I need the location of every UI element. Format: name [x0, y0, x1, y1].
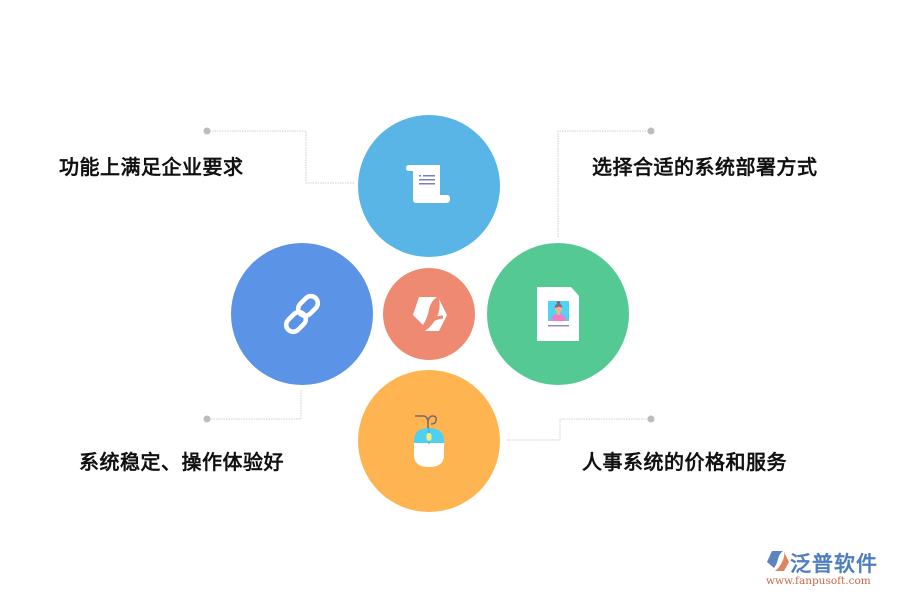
id-card-profile-icon: [535, 287, 581, 341]
connector-bottom-left: [203, 390, 302, 423]
computer-mouse-icon: [411, 413, 447, 469]
connector-bottom-right: [507, 415, 655, 441]
node-left-circle: [231, 243, 373, 385]
label-top-right: 选择合适的系统部署方式: [592, 155, 818, 179]
label-bottom-left: 系统稳定、操作体验好: [79, 450, 284, 474]
brand-watermark: 泛普软件 www.fanpusoft.com: [760, 546, 890, 592]
fanpu-brand-icon: [409, 295, 449, 333]
label-top-left: 功能上满足企业要求: [59, 155, 244, 179]
connector-top-right: [557, 127, 655, 238]
node-right-circle: [487, 243, 629, 385]
fanpu-logo-icon: [766, 550, 790, 576]
node-top-circle: [358, 115, 500, 257]
scroll-document-icon: [404, 163, 454, 209]
chain-link-icon: [279, 291, 325, 337]
node-bottom-circle: [358, 370, 500, 512]
brand-url: www.fanpusoft.com: [766, 575, 871, 587]
label-bottom-right: 人事系统的价格和服务: [582, 450, 787, 474]
brand-name: 泛普软件: [790, 552, 878, 576]
node-center-circle: [383, 268, 475, 360]
